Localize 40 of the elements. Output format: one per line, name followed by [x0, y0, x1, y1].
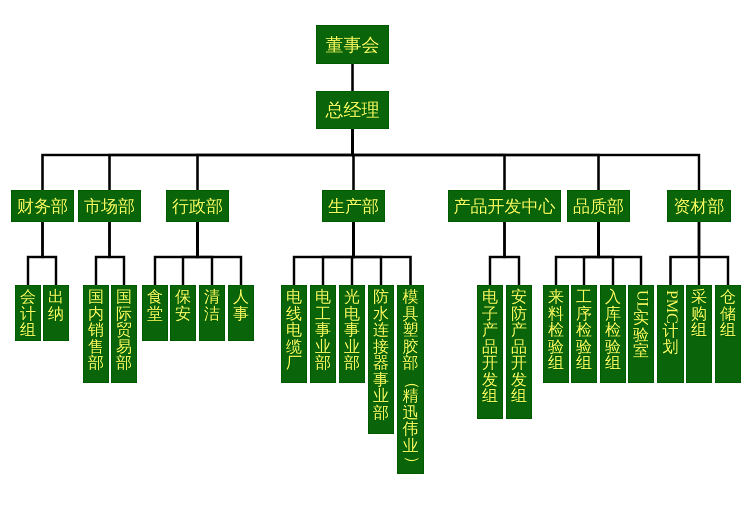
- connector-line: [503, 222, 520, 285]
- team-box: 保安: [170, 285, 196, 341]
- team-box: 入库检验组: [600, 285, 626, 383]
- team-box: 工序检验组: [571, 285, 597, 383]
- team-box: 采购组: [686, 285, 712, 383]
- position-box: 总经理: [316, 91, 389, 129]
- team-box: 防水连接器事业部: [368, 285, 394, 434]
- department-box: 生产部: [322, 190, 385, 222]
- team-box: UL实验室: [628, 285, 654, 383]
- team-box: 电线电缆厂: [281, 285, 307, 383]
- department-box: 品质部: [567, 190, 630, 222]
- connector-line: [597, 222, 642, 285]
- department-box: 市场部: [78, 190, 141, 222]
- department-box: 资材部: [667, 190, 731, 222]
- connector-line: [351, 64, 354, 91]
- team-box: 来料检验组: [543, 285, 569, 383]
- team-box: 国际贸易部: [111, 285, 137, 383]
- connector-line: [41, 222, 58, 285]
- team-box: 国内销售部: [83, 285, 109, 383]
- team-box: 光电事业部: [339, 285, 365, 383]
- team-box: 清洁: [199, 285, 225, 341]
- team-box: PMC计划: [657, 285, 684, 383]
- team-box: 出纳: [43, 285, 69, 341]
- team-box: 人事: [228, 285, 254, 341]
- department-box: 行政部: [166, 190, 229, 222]
- connector-line: [196, 222, 242, 285]
- team-box: 电工事业部: [310, 285, 336, 383]
- team-box: 会计组: [15, 285, 41, 341]
- connector-line: [108, 222, 126, 285]
- department-box: 产品开发中心: [448, 190, 561, 222]
- connector-line: [351, 129, 700, 190]
- position-box: 董事会: [316, 25, 389, 64]
- connector-line: [352, 222, 412, 285]
- team-box: 仓储组: [715, 285, 741, 383]
- department-box: 财务部: [11, 190, 74, 222]
- team-box: 模具塑胶部（精迅伟业）: [397, 285, 424, 474]
- team-box: 电子产品开发组: [477, 285, 503, 419]
- team-box: 食堂: [142, 285, 168, 341]
- connector-line: [698, 222, 730, 285]
- team-box: 安防产品开发组: [506, 285, 532, 419]
